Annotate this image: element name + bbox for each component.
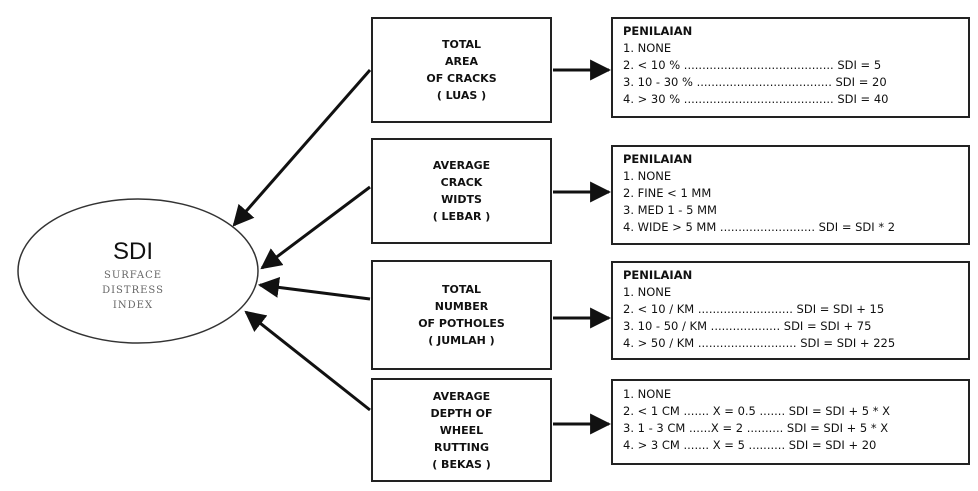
factor-box-crack-width: AVERAGE CRACK WIDTS ( LEBAR ) [371, 138, 552, 244]
factor-label-line: ( JUMLAH ) [428, 334, 495, 347]
factor-label-line: TOTAL [441, 38, 482, 51]
arrow-area-to-sdi [232, 69, 372, 227]
factor-box-potholes: TOTAL NUMBER OF POTHOLES ( JUMLAH ) [371, 260, 552, 370]
sdi-ellipse [17, 198, 259, 344]
panel-item: 4. WIDE > 5 MM .........................… [623, 220, 896, 234]
arrow-width-to-sdi [260, 185, 371, 270]
assessment-panel-potholes: PENILAIAN 1. NONE 2. < 10 / KM .........… [611, 261, 970, 360]
panel-heading: PENILAIAN [623, 268, 693, 282]
panel-item: 1. NONE [623, 41, 672, 55]
panel-item: 4. > 30 % ..............................… [623, 92, 889, 106]
factor-label-line: ( BEKAS ) [432, 457, 491, 471]
sdi-title: SDI [112, 238, 153, 265]
assessment-panel-crack-area: PENILAIAN 1. NONE 2. < 10 % ............… [611, 17, 970, 118]
factor-label-line: NUMBER [434, 300, 489, 313]
factor-label-line: CRACK [440, 176, 483, 189]
factor-label-line: OF POTHOLES [418, 317, 505, 330]
panel-item: 4. > 3 CM ....... X = 5 .......... SDI =… [623, 438, 877, 452]
factor-label-line: AVERAGE [432, 159, 491, 172]
factor-label-line: AVERAGE [432, 389, 491, 403]
factor-box-crack-area: TOTAL AREA OF CRACKS ( LUAS ) [371, 17, 552, 123]
factor-label-line: WHEEL [439, 423, 484, 437]
assessment-panel-crack-width: PENILAIAN 1. NONE 2. FINE < 1 MM 3. MED … [611, 145, 970, 245]
factor-label-line: TOTAL [441, 283, 482, 296]
arrow-potholes-to-sdi [257, 276, 371, 301]
panel-item: 1. NONE [623, 285, 672, 299]
sdi-subtitle-line: SURFACE [103, 270, 163, 281]
panel-item: 1. NONE [623, 169, 672, 183]
panel-item: 3. 1 - 3 CM ......X = 2 .......... SDI =… [623, 421, 889, 435]
panel-item: 3. 10 - 50 / KM ................... SDI … [623, 319, 872, 333]
panel-item: 2. FINE < 1 MM [623, 186, 712, 200]
panel-item: 4. > 50 / KM ...........................… [623, 336, 896, 350]
panel-heading: PENILAIAN [623, 152, 693, 166]
panel-item: 2. < 10 % ..............................… [623, 58, 882, 72]
arrow-rutting-to-sdi [244, 310, 371, 412]
factor-label-line: WIDTS [441, 193, 482, 206]
factor-label-line: DEPTH OF [430, 406, 493, 420]
panel-item: 1. NONE [623, 387, 672, 401]
factor-label-line: ( LUAS ) [436, 89, 487, 102]
factor-label-line: ( LEBAR ) [432, 210, 491, 223]
panel-item: 2. < 10 / KM .......................... … [623, 302, 885, 316]
assessment-panel-rutting: 1. NONE 2. < 1 CM ....... X = 0.5 ......… [611, 379, 970, 465]
factor-label-line: AREA [444, 55, 478, 68]
panel-item: 3. MED 1 - 5 MM [623, 203, 717, 217]
panel-heading: PENILAIAN [623, 24, 693, 38]
sdi-subtitle-line: INDEX [112, 300, 154, 311]
sdi-subtitle-line: DISTRESS [102, 285, 164, 296]
factor-label-line: OF CRACKS [426, 72, 497, 85]
factor-box-rutting: AVERAGE DEPTH OF WHEEL RUTTING ( BEKAS ) [371, 378, 552, 482]
panel-item: 2. < 1 CM ....... X = 0.5 ....... SDI = … [623, 404, 890, 418]
panel-item: 3. 10 - 30 % ...........................… [623, 75, 887, 89]
factor-label-line: RUTTING [434, 440, 489, 454]
